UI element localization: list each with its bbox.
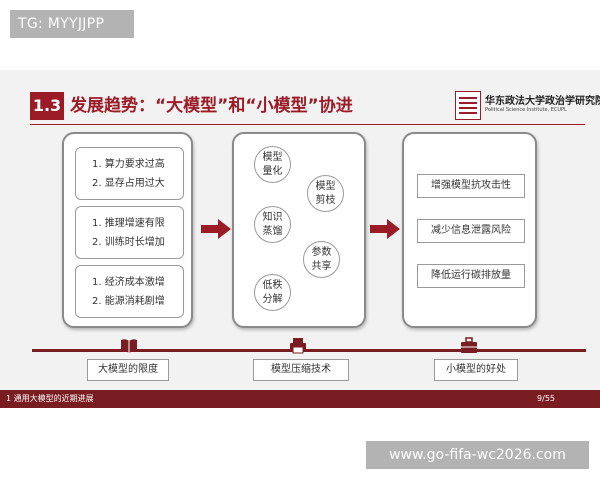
limit-box: 1. 推理增速有限 2. 训练时长增加 <box>75 206 184 259</box>
title-underline <box>30 124 585 125</box>
tg-label: TG: MYYJJPP <box>10 10 134 38</box>
logo-name-en: Political Science Institute, ECUPL <box>485 107 567 113</box>
watermark-url: www.go-fifa-wc2026.com <box>366 441 589 469</box>
technique-circle: 知识蒸馏 <box>254 206 291 243</box>
compression-panel: 模型量化 模型剪枝 知识蒸馏 参数共享 低秩分解 <box>232 132 366 328</box>
technique-circle: 模型量化 <box>254 146 291 183</box>
limit-box: 1. 经济成本激增 2. 能源消耗剧增 <box>75 265 184 318</box>
technique-circle: 参数共享 <box>303 241 340 278</box>
arrow-right-icon <box>370 219 400 239</box>
technique-circle: 模型剪枝 <box>307 175 344 212</box>
limit-item: 1. 推理增速有限 <box>92 218 165 229</box>
footer-section: 1 通用大模型的近期进展 <box>6 394 94 403</box>
limit-item: 1. 算力要求过高 <box>92 159 165 170</box>
logo-name-cn: 华东政法大学政治学研究院 <box>485 96 600 107</box>
benefit-box: 降低运行碳排放量 <box>417 264 525 288</box>
technique-circle: 低秩分解 <box>254 274 291 311</box>
seal-icon <box>455 91 481 120</box>
slide-title: 发展趋势：“大模型”和“小模型”协进 <box>70 96 353 116</box>
institute-logo: 华东政法大学政治学研究院 Political Science Institute… <box>455 90 600 122</box>
benefit-box: 减少信息泄露风险 <box>417 219 525 243</box>
benefit-box: 增强模型抗攻击性 <box>417 174 525 198</box>
limit-item: 2. 能源消耗剧增 <box>92 296 165 307</box>
page-number: 9/55 <box>537 394 555 403</box>
timeline-label: 大模型的限度 <box>87 359 169 381</box>
timeline-line <box>32 349 586 352</box>
printer-icon <box>290 338 306 354</box>
briefcase-icon <box>461 337 477 353</box>
limit-box: 1. 算力要求过高 2. 显存占用过大 <box>75 147 184 200</box>
slide: 1.3 发展趋势：“大模型”和“小模型”协进 华东政法大学政治学研究院 Poli… <box>0 70 600 408</box>
arrow-right-icon <box>201 219 231 239</box>
timeline-label: 小模型的好处 <box>434 359 518 381</box>
slide-footer: 1 通用大模型的近期进展 9/55 <box>0 390 600 408</box>
book-icon <box>121 339 137 353</box>
limits-panel: 1. 算力要求过高 2. 显存占用过大 1. 推理增速有限 2. 训练时长增加 … <box>62 132 193 328</box>
benefits-panel: 增强模型抗攻击性 减少信息泄露风险 降低运行碳排放量 <box>402 132 537 328</box>
timeline-label: 模型压缩技术 <box>253 359 349 381</box>
limit-item: 1. 经济成本激增 <box>92 277 165 288</box>
section-number: 1.3 <box>30 92 64 120</box>
limit-item: 2. 训练时长增加 <box>92 237 165 248</box>
limit-item: 2. 显存占用过大 <box>92 178 165 189</box>
